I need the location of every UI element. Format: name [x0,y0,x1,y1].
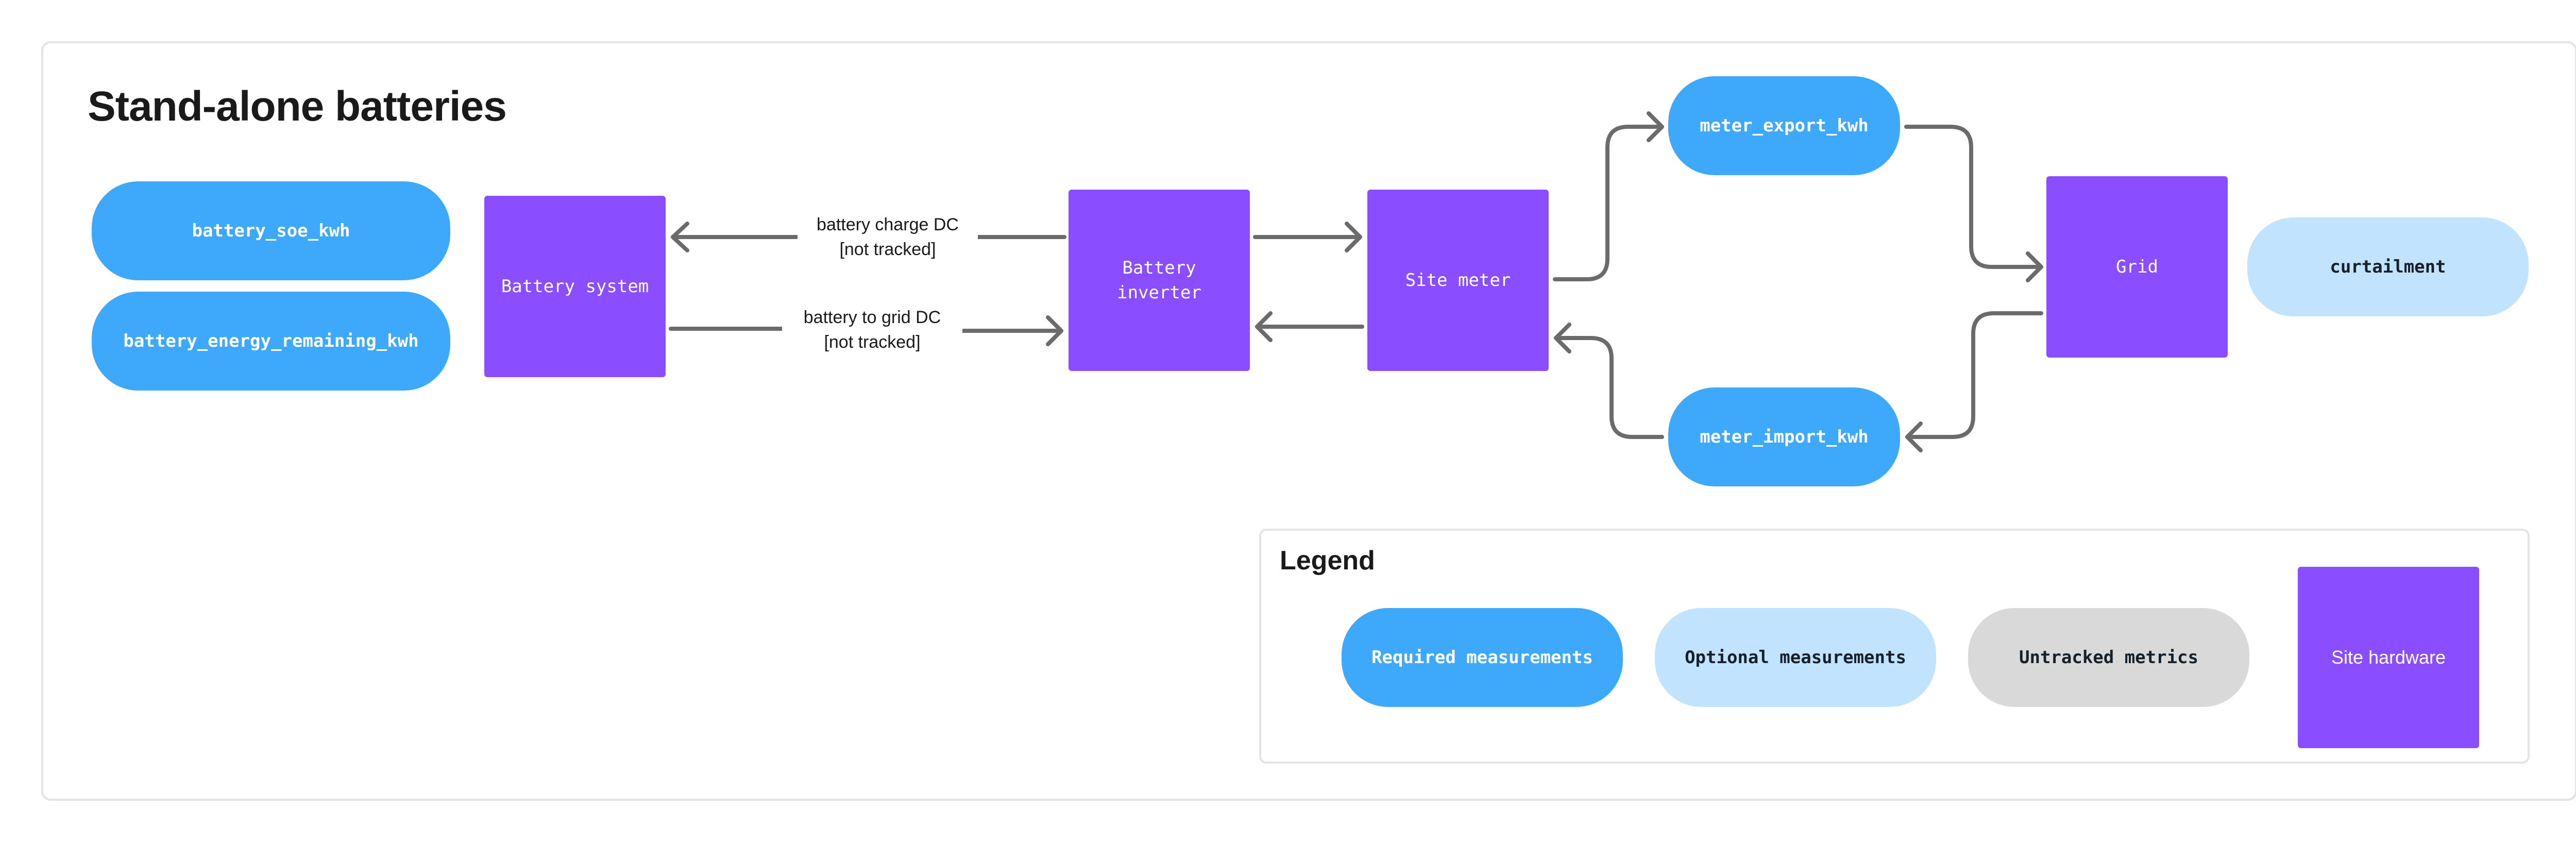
battery-system-node: Battery system [484,196,666,377]
edge-meter-to-export-arrowhead [1647,111,1664,142]
edge-meter-to-export [1553,125,1664,281]
edge-label-battery-to-grid-text: battery to grid DC [not tracked] [803,308,941,352]
legend-hardware: Site hardware [2298,567,2479,748]
meter-export-kwh-node: meter_export_kwh [1668,76,1900,175]
battery-inverter-node: Battery inverter [1069,190,1250,371]
battery-soe-kwh-node: battery_soe_kwh [92,181,450,280]
grid-node: Grid [2046,176,2228,358]
battery-inverter-label: Battery inverter [1117,258,1201,303]
legend-title: Legend [1280,546,1375,576]
edge-grid-to-import [1905,311,2043,439]
legend-optional: Optional measurements [1655,608,1936,707]
legend-box [1259,529,2530,764]
grid-label: Grid [2116,257,2158,277]
edge-export-to-grid-arrowhead [2026,251,2043,282]
edge-label-battery-charge: battery charge DC [not tracked] [798,212,978,262]
edge-grid-to-import-arrowhead [1905,421,1923,452]
edge-import-to-meter-arrowhead [1554,323,1571,353]
site-meter-label: Site meter [1405,270,1511,291]
edge-import-to-meter [1554,336,1664,439]
battery-energy-remaining-kwh-node: battery_energy_remaining_kwh [92,292,450,391]
meter-import-kwh-node: meter_import_kwh [1668,387,1900,486]
curtailment-node: curtailment [2247,217,2529,316]
edge-charge-arrowhead [671,222,689,252]
edge-label-battery-charge-text: battery charge DC [not tracked] [817,215,959,259]
edge-inverter-to-meter-arrowhead [1345,222,1362,252]
legend-required: Required measurements [1342,608,1623,707]
edge-label-battery-to-grid: battery to grid DC [not tracked] [782,305,962,355]
edge-meter-to-inverter-arrowhead [1255,311,1273,342]
battery-system-label: Battery system [501,276,649,297]
site-meter-node: Site meter [1367,190,1549,371]
legend-untracked: Untracked metrics [1968,608,2249,707]
legend-hardware-label: Site hardware [2331,647,2446,668]
edge-to-grid-arrowhead [1046,315,1063,346]
page-title: Stand-alone batteries [88,83,507,130]
edge-export-to-grid [1904,125,2043,269]
